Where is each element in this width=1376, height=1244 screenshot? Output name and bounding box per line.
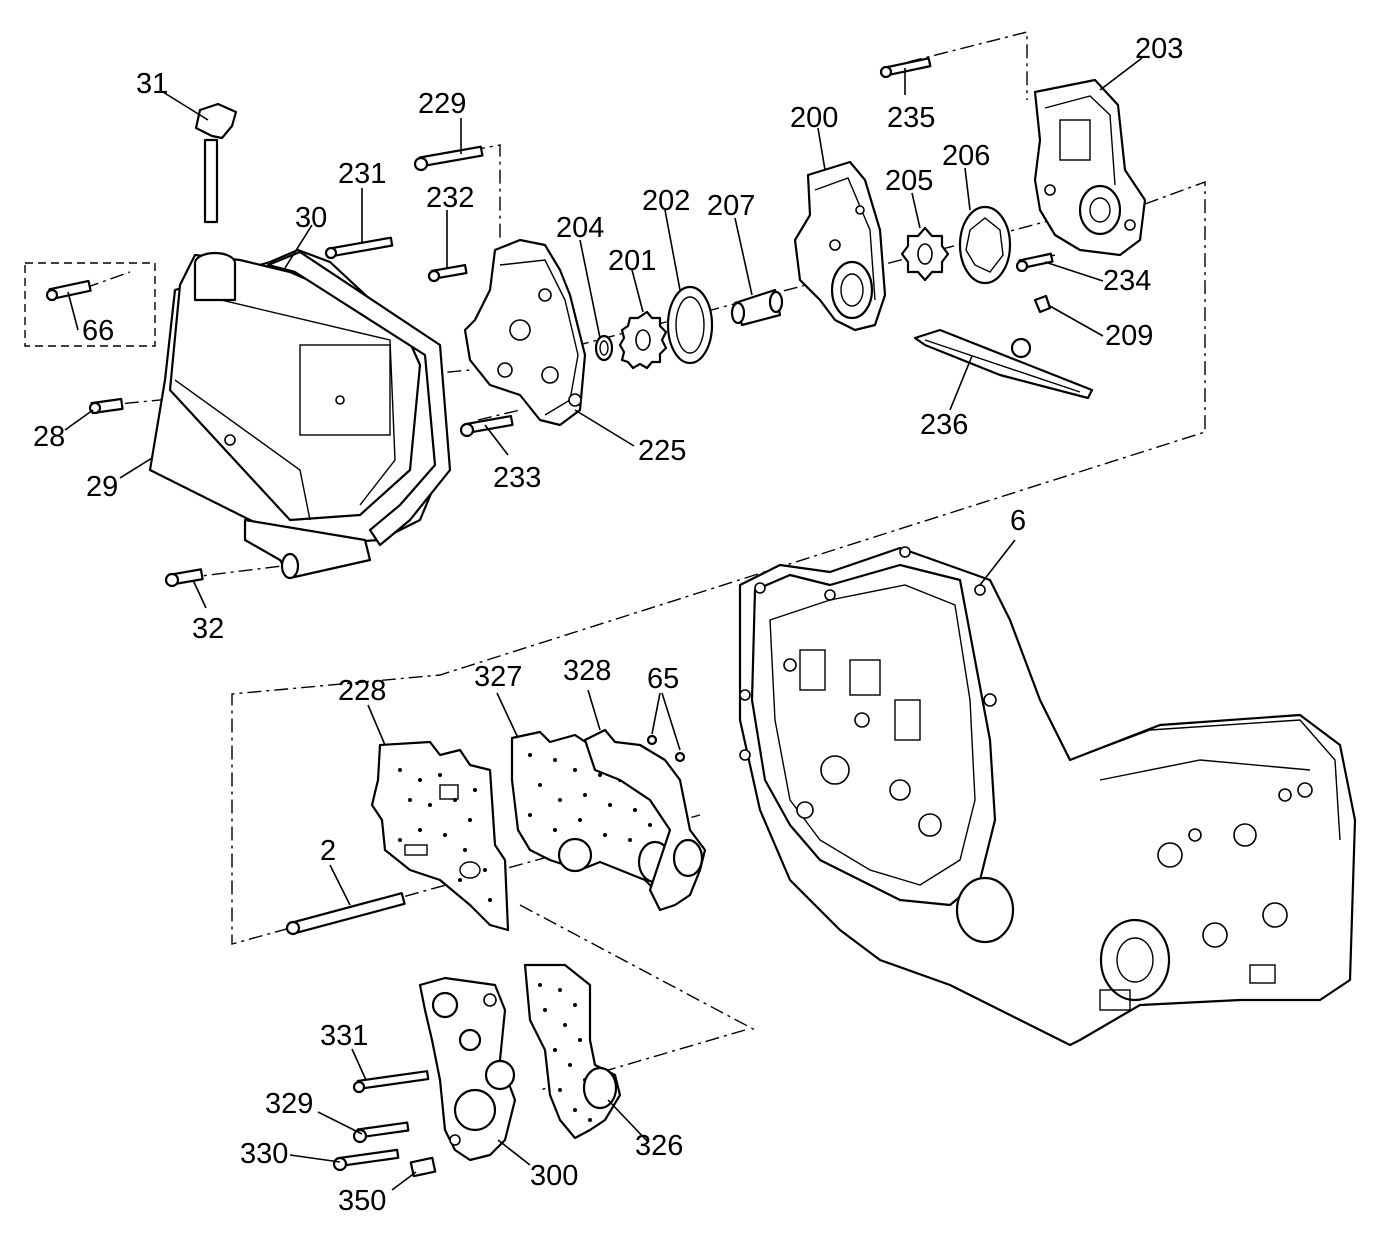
callout-202: 202 xyxy=(642,185,690,217)
callout-327: 327 xyxy=(474,661,522,693)
callout-236: 236 xyxy=(920,409,968,441)
callout-228: 228 xyxy=(338,675,386,707)
callout-232: 232 xyxy=(426,182,474,214)
callout-207: 207 xyxy=(707,190,755,222)
bolt-part-232 xyxy=(427,264,468,283)
callout-201: 201 xyxy=(608,245,656,277)
filter-part-236 xyxy=(913,328,1094,400)
bolt-part-235 xyxy=(879,57,932,79)
leader-lines xyxy=(64,57,1143,1191)
bolt-part-32 xyxy=(164,568,204,588)
sensor-part-350 xyxy=(409,1156,437,1178)
callout-30: 30 xyxy=(295,202,327,234)
callout-331: 331 xyxy=(320,1020,368,1052)
callout-200: 200 xyxy=(790,102,838,134)
bolt-part-229 xyxy=(413,145,484,172)
callout-32: 32 xyxy=(192,613,224,645)
callout-66: 66 xyxy=(82,315,114,347)
callout-234: 234 xyxy=(1103,265,1151,297)
callout-206: 206 xyxy=(942,140,990,172)
bolt-part-331 xyxy=(352,1070,430,1094)
bolt-part-233 xyxy=(459,414,514,438)
valve-body-part-203 xyxy=(1033,78,1147,257)
seal-part-204 xyxy=(594,334,614,362)
bolt-part-231 xyxy=(324,236,394,260)
callout-65: 65 xyxy=(647,663,679,695)
plug-part-209 xyxy=(1033,294,1052,314)
dipstick-part-31 xyxy=(194,102,238,224)
gasket-part-30 xyxy=(266,250,452,547)
bolt-part-329 xyxy=(352,1121,410,1144)
callout-229: 229 xyxy=(418,88,466,120)
sleeve-part-207 xyxy=(730,288,784,327)
ring-gear-part-202 xyxy=(666,285,714,365)
plate-part-328 xyxy=(583,728,707,912)
pump-cover-part-225 xyxy=(463,238,587,427)
callout-205: 205 xyxy=(885,165,933,197)
callout-233: 233 xyxy=(493,462,541,494)
gear-part-205 xyxy=(900,226,950,282)
callout-328: 328 xyxy=(563,655,611,687)
callout-300: 300 xyxy=(530,1160,578,1192)
rotor-part-206 xyxy=(958,205,1012,285)
callout-labels: 31 30 231 229 232 204 202 207 201 200 23… xyxy=(33,33,1183,1217)
callout-6: 6 xyxy=(1010,505,1026,537)
pump-body-part-200 xyxy=(793,160,887,332)
callout-350: 350 xyxy=(338,1185,386,1217)
oil-pan-part-29 xyxy=(148,248,447,580)
valve-body-part-300 xyxy=(418,976,517,1162)
bolt-part-234 xyxy=(1015,252,1054,273)
spacer-plate-part-228 xyxy=(370,740,510,932)
callout-231: 231 xyxy=(338,158,386,190)
check-ball-part-65 xyxy=(646,734,686,763)
callout-329: 329 xyxy=(265,1088,313,1120)
callout-225: 225 xyxy=(638,435,686,467)
callout-31: 31 xyxy=(136,68,168,100)
bolt-part-28 xyxy=(88,397,124,415)
callout-203: 203 xyxy=(1135,33,1183,65)
gear-part-201 xyxy=(618,310,668,370)
transmission-case-part-6 xyxy=(738,546,1357,1047)
plate-part-326 xyxy=(523,963,622,1140)
callout-235: 235 xyxy=(887,102,935,134)
callout-209: 209 xyxy=(1105,320,1153,352)
bolt-part-66 xyxy=(45,279,92,302)
bolt-part-330 xyxy=(332,1148,400,1172)
callout-204: 204 xyxy=(556,212,604,244)
callout-29: 29 xyxy=(86,471,118,503)
callout-28: 28 xyxy=(33,421,65,453)
callout-326: 326 xyxy=(635,1130,683,1162)
callout-330: 330 xyxy=(240,1138,288,1170)
callout-2: 2 xyxy=(320,835,336,867)
bolt-part-2 xyxy=(285,892,406,936)
